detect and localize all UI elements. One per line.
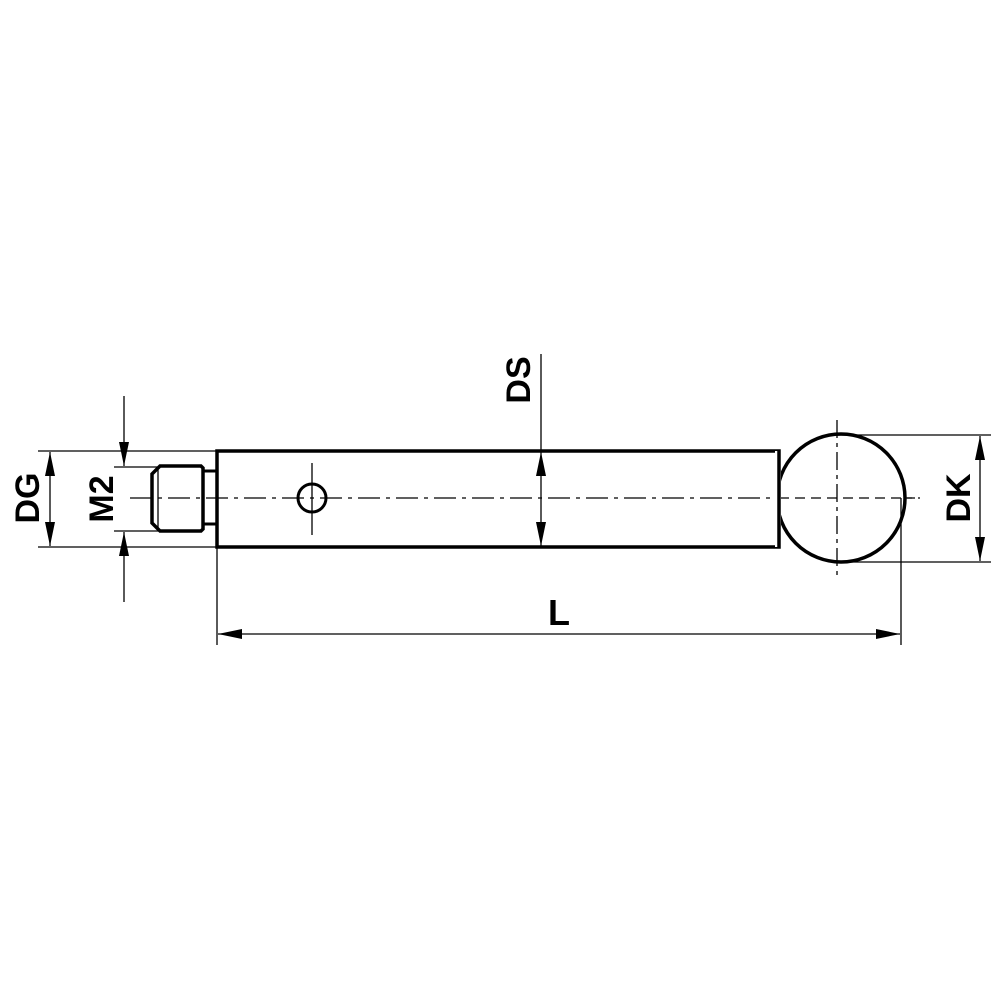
ball-tip <box>775 420 915 578</box>
shaft-body <box>215 449 781 549</box>
dim-m2 <box>114 396 160 602</box>
m2-label: M2 <box>83 475 121 522</box>
dim-l <box>216 498 902 645</box>
dg-label: DG <box>9 473 47 524</box>
ds-label: DS <box>500 356 538 403</box>
dim-dk <box>837 434 991 563</box>
dk-label: DK <box>940 473 978 523</box>
l-label: L <box>548 592 570 633</box>
cross-hole <box>296 463 328 535</box>
